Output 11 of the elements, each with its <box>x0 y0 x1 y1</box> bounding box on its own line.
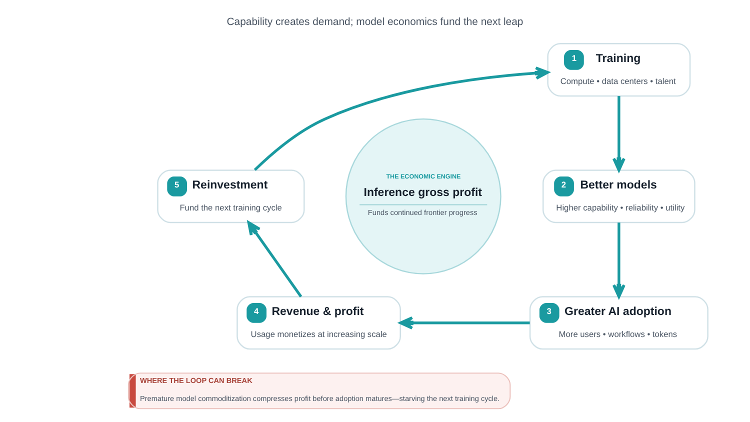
diagram-title: Capability creates demand; model economics fund the next leap <box>226 16 524 28</box>
arrow <box>612 222 626 298</box>
arrow <box>247 221 302 298</box>
node-box: 2 Better models Higher capability • reliability • utility <box>542 170 696 224</box>
arrow <box>254 66 550 171</box>
arrow <box>399 316 530 330</box>
arrow <box>612 96 626 172</box>
node-box: 1 Training Compute • data centers • talent <box>547 43 691 97</box>
node-box: 3 Greater AI adoption More users • workflows • tokens <box>529 296 708 350</box>
node-box: 4 Revenue & profit Usage monetizes at increasing scale <box>236 296 401 350</box>
node-box: 5 Reinvestment Fund the next training cycle <box>157 170 305 224</box>
